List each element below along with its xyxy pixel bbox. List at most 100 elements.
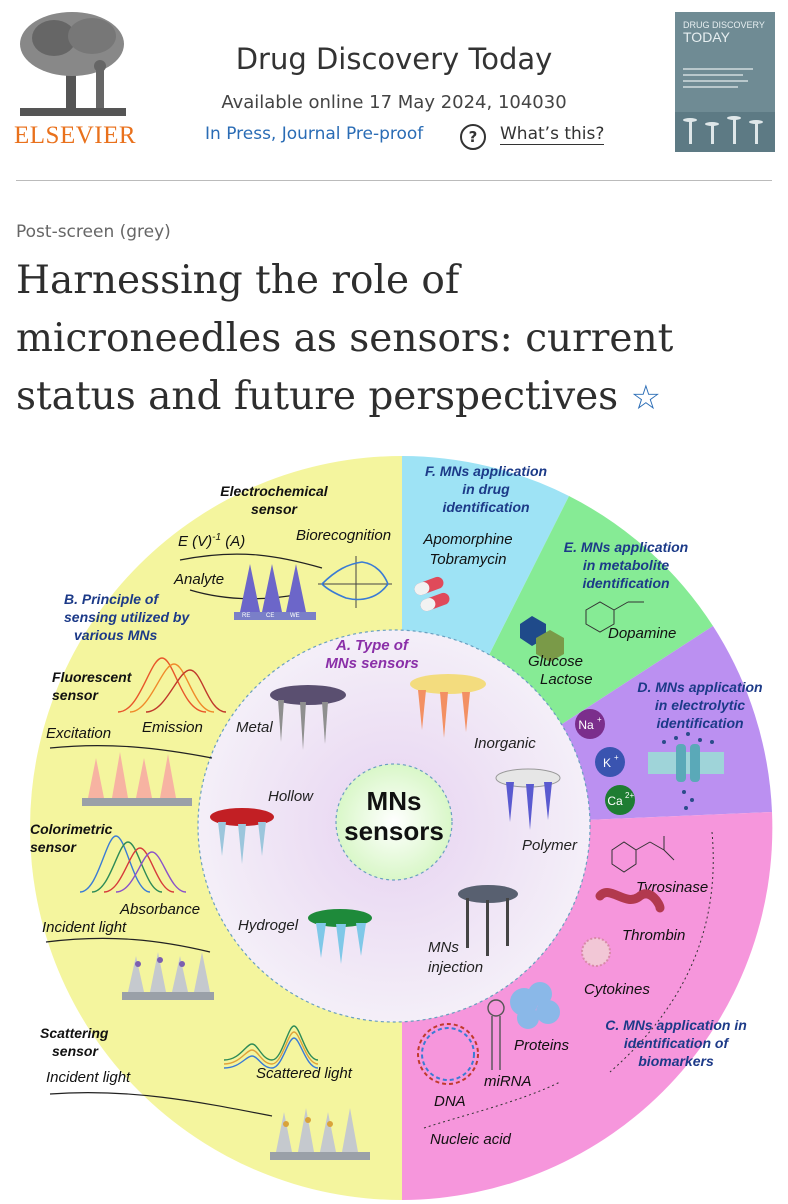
emission-label: Emission <box>142 719 203 736</box>
section-b-title-line1: B. Principle of <box>64 591 159 607</box>
bookmark-star-icon[interactable]: ☆ <box>630 378 662 418</box>
electrochemical-title-line1: Electrochemical <box>220 483 328 499</box>
colorimetric-title-line1: Colorimetric <box>30 821 113 837</box>
graphical-abstract: MNs sensors A. Type of MNs sensors Metal… <box>0 452 788 1200</box>
proteins-label: Proteins <box>514 1037 570 1054</box>
fluorescence-spectra <box>117 657 227 713</box>
cover-title-line2: TODAY <box>683 29 731 45</box>
inorganic-mn-illustration <box>410 674 486 738</box>
article-title: Harnessing the role of microneedles as s… <box>16 252 776 427</box>
section-f-title-line1: F. MNs application <box>425 463 547 479</box>
scattering-mn-array <box>270 1108 370 1160</box>
svg-text:K: K <box>603 756 611 770</box>
ion-potassium-icon: K + <box>595 747 625 777</box>
glucose-label: Glucose <box>528 653 583 670</box>
electrode-illustration: RE CE WE <box>234 564 316 620</box>
type-metal-label: Metal <box>236 719 273 736</box>
colorimetric-mn-array <box>122 952 214 1000</box>
scattered-light-label: Scattered light <box>256 1065 353 1082</box>
fluorescent-mn-array <box>82 752 192 806</box>
dna-label: DNA <box>434 1093 466 1110</box>
lactose-label: Lactose <box>540 671 593 688</box>
section-b-title-line2: sensing utilized by <box>64 609 190 625</box>
help-icon[interactable]: ? <box>460 124 486 150</box>
cover-title-line1: DRUG DISCOVERY <box>683 20 765 30</box>
scattering-incident-label: Incident light <box>46 1069 131 1086</box>
section-f-title-line3: identification <box>442 499 529 515</box>
section-e-title-line2: in metabolite <box>583 557 670 573</box>
in-press-link[interactable]: In Press, Journal Pre-proof <box>205 124 424 144</box>
mirna-label: miRNA <box>484 1073 532 1090</box>
drug-apomorphine: Apomorphine <box>422 531 512 548</box>
publisher-name[interactable]: ELSEVIER <box>14 122 137 149</box>
center-label-line1: MNs <box>367 786 422 816</box>
svg-text:+: + <box>597 715 602 724</box>
glucose-lactose-hexagons-icon <box>520 616 564 662</box>
metal-mn-illustration <box>270 685 346 750</box>
cytokines-label: Cytokines <box>584 981 650 998</box>
excitation-label: Excitation <box>46 725 111 742</box>
dopamine-label: Dopamine <box>608 625 676 642</box>
absorbance-spectra <box>79 835 187 893</box>
type-polymer-label: Polymer <box>522 837 578 854</box>
journal-title[interactable]: Drug Discovery Today <box>235 42 553 76</box>
hydrogel-mn-illustration <box>308 909 372 964</box>
analyte-label: Analyte <box>173 571 224 588</box>
absorbance-label: Absorbance <box>119 901 200 918</box>
article-section-label: Post-screen (grey) <box>16 222 171 242</box>
fluorescent-title-line2: sensor <box>52 687 99 703</box>
section-a-title-line1: A. Type of <box>335 637 410 654</box>
fluorescent-title-line1: Fluorescent <box>52 669 133 685</box>
ion-channel-membrane-icon <box>648 732 724 810</box>
colorimetric-incident-arrow <box>45 937 211 953</box>
scattering-title-line2: sensor <box>52 1043 99 1059</box>
title-line-3: status and future perspectives <box>16 374 619 419</box>
mns-injection-illustration <box>458 885 518 956</box>
scattering-title-line1: Scattering <box>40 1025 109 1041</box>
section-c-title-line2: identification of <box>624 1035 730 1051</box>
section-e-title-line3: identification <box>582 575 669 591</box>
thrombin-label: Thrombin <box>622 927 685 944</box>
svg-text:2+: 2+ <box>625 791 634 800</box>
type-hollow-label: Hollow <box>268 788 314 805</box>
drug-tobramycin: Tobramycin <box>430 551 507 568</box>
electrochemical-arrow <box>179 553 323 569</box>
whats-this-link[interactable]: What’s this? <box>500 124 605 145</box>
electrochemical-title-line2: sensor <box>251 501 298 517</box>
article-header: ELSEVIER Drug Discovery Today Available … <box>0 0 788 170</box>
svg-text:+: + <box>614 753 619 762</box>
biomarker-dotted-arc <box>609 831 714 1073</box>
title-line-2: microneedles as sensors: current <box>16 316 674 361</box>
section-a-title-line2: MNs sensors <box>325 655 418 672</box>
svg-text:Ca: Ca <box>607 794 623 808</box>
dopamine-structure-icon <box>585 601 644 633</box>
section-c-title-line3: biomarkers <box>638 1053 714 1069</box>
section-c-title-line1: C. MNs application in <box>605 1017 747 1033</box>
cyclic-voltammogram <box>318 556 392 608</box>
polymer-mn-illustration <box>495 768 561 830</box>
section-b-title-line3: various MNs <box>74 627 157 643</box>
hollow-mn-illustration <box>210 808 274 864</box>
biorecognition-label: Biorecognition <box>296 527 391 544</box>
type-hydrogel-label: Hydrogel <box>238 917 299 934</box>
thrombin-worm-icon <box>595 888 665 913</box>
ion-sodium-icon: Na + <box>575 709 605 739</box>
journal-cover-image[interactable]: DRUG DISCOVERY TODAY <box>675 12 775 152</box>
section-d-title-line1: D. MNs application <box>637 679 762 695</box>
electrochemical-axis-label: E (V)-1 (A) <box>178 532 245 550</box>
tyrosinase-label: Tyrosinase <box>636 879 708 896</box>
tyrosine-structure-icon <box>611 836 675 873</box>
nucleic-acid-label: Nucleic acid <box>430 1131 512 1148</box>
elsevier-tree-logo[interactable] <box>14 8 132 120</box>
svg-text:Na: Na <box>578 718 594 732</box>
electrode-we: WE <box>290 613 300 619</box>
availability-date: Available online 17 May 2024, 104030 <box>221 92 567 113</box>
title-line-3-wrap: status and future perspectives ☆ <box>16 368 776 427</box>
pill-capsules-icon <box>414 576 450 612</box>
section-e-title-line1: E. MNs application <box>564 539 688 555</box>
header-divider <box>16 180 772 181</box>
cytokine-cell-icon <box>581 937 611 967</box>
type-injection-label-line1: MNs <box>428 939 459 956</box>
electrode-re: RE <box>242 613 250 619</box>
colorimetric-title-line2: sensor <box>30 839 77 855</box>
